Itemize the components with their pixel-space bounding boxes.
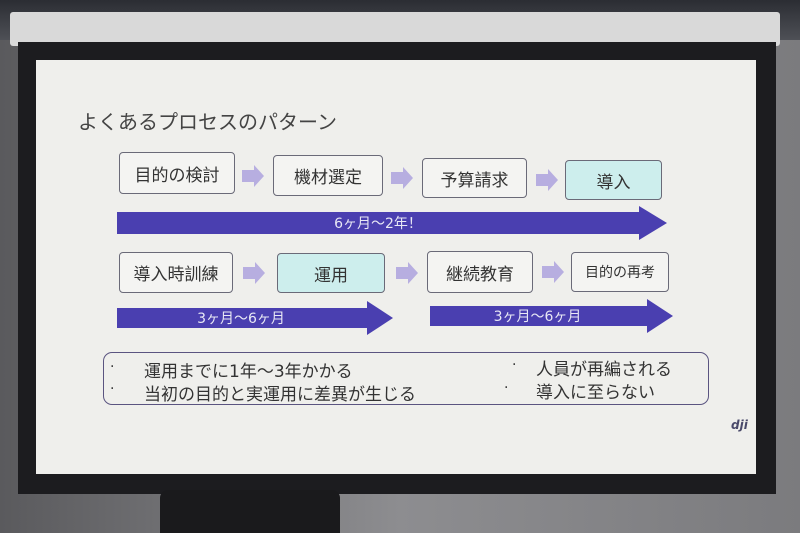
slide-title: よくあるプロセスのパターン [78,110,337,134]
bullet-icon: · [504,380,509,396]
step-box-highlight: 導入 [565,160,662,200]
bullet-icon: · [512,357,517,373]
podium [160,490,340,533]
step-box-highlight: 運用 [277,253,385,293]
step-box: 機材選定 [273,155,383,196]
duration-arrow: 3ヶ月〜6ヶ月 [117,301,393,335]
summary-item: 人員が再編される [536,360,672,380]
step-box: 導入時訓練 [119,252,233,293]
duration-arrow: 3ヶ月〜6ヶ月 [430,299,673,333]
step-box: 目的の再考 [571,252,669,292]
screen-housing [10,12,780,46]
step-box: 目的の検討 [119,152,235,194]
duration-label: 3ヶ月〜6ヶ月 [197,311,285,327]
duration-label: 3ヶ月〜6ヶ月 [493,309,582,325]
bullet-icon: · [110,359,115,375]
dji-logo: dji [731,418,748,432]
duration-label: 6ヶ月〜2年！ [334,216,422,232]
summary-box: · · 運用までに1年〜3年かかる 当初の目的と実運用に差異が生じる · · 人… [103,352,709,405]
bullet-icon: · [110,381,115,397]
step-box: 予算請求 [422,158,527,198]
summary-item: 運用までに1年〜3年かかる [144,362,353,382]
summary-item: 導入に至らない [536,383,655,403]
summary-item: 当初の目的と実運用に差異が生じる [144,385,416,405]
duration-arrow: 6ヶ月〜2年！ [117,206,667,240]
step-box: 継続教育 [427,251,533,293]
